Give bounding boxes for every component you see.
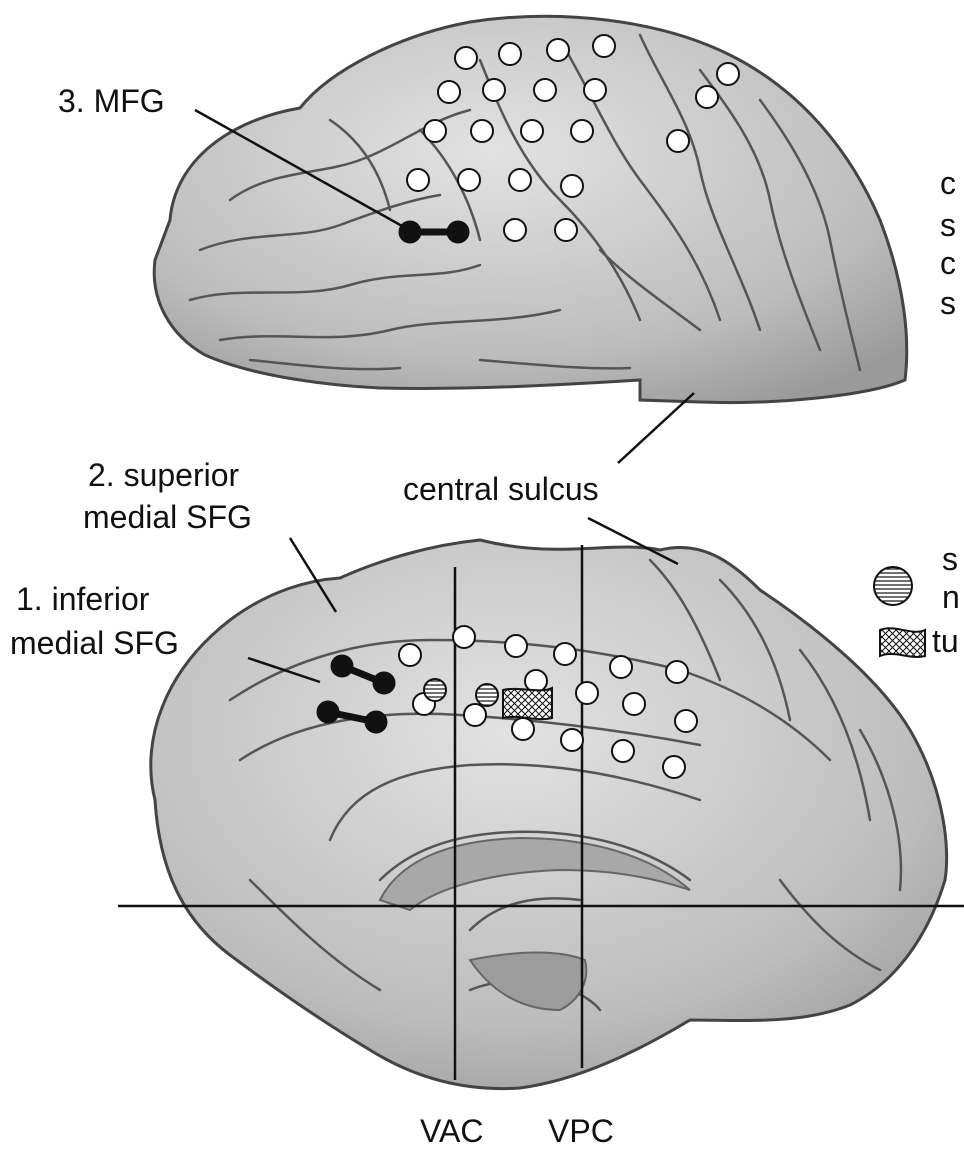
legend (874, 567, 925, 657)
legend-crosshatch-symbol (880, 628, 925, 657)
electrode (593, 35, 615, 57)
electrode (547, 39, 569, 61)
electrode (483, 79, 505, 101)
electrode (666, 661, 688, 683)
electrode (561, 729, 583, 751)
electrode (424, 120, 446, 142)
electrode (504, 219, 526, 241)
electrode (453, 626, 475, 648)
vpc-label: VPC (548, 1113, 614, 1149)
electrode (509, 169, 531, 191)
electrode (438, 81, 460, 103)
medial-brain-view (151, 540, 947, 1089)
vac-label: VAC (420, 1113, 483, 1149)
legend-fragment: c (940, 165, 956, 201)
electrode (584, 79, 606, 101)
electrode (455, 47, 477, 69)
legend-striped-label-line2: n (942, 579, 960, 615)
electrode (555, 219, 577, 241)
superior-sfg-label-line2: medial SFG (83, 499, 252, 535)
electrode (571, 120, 593, 142)
electrode (505, 635, 527, 657)
superior-sfg-label-line1: 2. superior (88, 457, 240, 493)
striped-electrode (424, 679, 446, 701)
electrode (471, 120, 493, 142)
electrode (521, 120, 543, 142)
striped-electrode (476, 684, 498, 706)
legend-crosshatch-label: tu (932, 623, 959, 659)
electrode (663, 756, 685, 778)
electrode (717, 63, 739, 85)
inferior-sfg-label-line2: medial SFG (10, 625, 179, 661)
electrode (534, 79, 556, 101)
electrode (561, 175, 583, 197)
electrode (696, 86, 718, 108)
inferior-sfg-label-line1: 1. inferior (16, 581, 150, 617)
legend-fragment: s (940, 285, 956, 321)
electrode (499, 43, 521, 65)
legend-striped-label-line1: s (942, 541, 958, 577)
electrode (407, 169, 429, 191)
mfg-label: 3. MFG (58, 83, 165, 119)
legend-fragment: s (940, 207, 956, 243)
legend-striped-symbol (874, 567, 912, 605)
legend-fragment: c (940, 245, 956, 281)
electrode (675, 710, 697, 732)
electrode (464, 704, 486, 726)
tumor-region (503, 688, 552, 719)
electrode (623, 693, 645, 715)
central-sulcus-label: central sulcus (403, 471, 599, 507)
lateral-brain-view (154, 16, 907, 402)
lateral-brain-surface (154, 16, 907, 402)
electrode (399, 644, 421, 666)
electrode (554, 643, 576, 665)
central-sulcus-leader-top (618, 393, 694, 463)
electrode (610, 656, 632, 678)
electrode (576, 682, 598, 704)
electrode (512, 718, 534, 740)
electrode (612, 740, 634, 762)
electrode (458, 169, 480, 191)
electrode (667, 130, 689, 152)
